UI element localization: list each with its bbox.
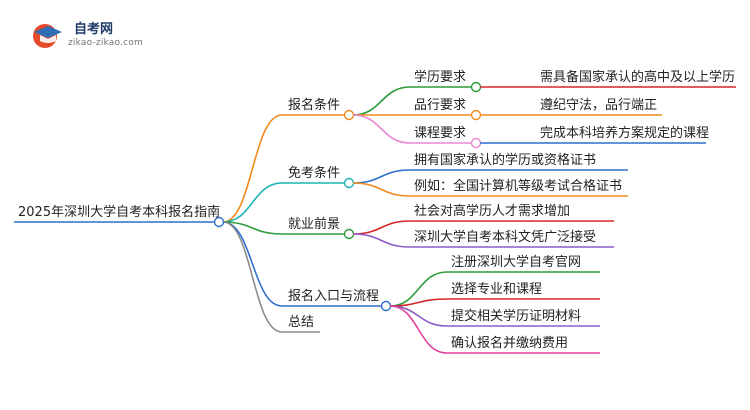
branch-topic: 免考条件 xyxy=(288,166,341,181)
subtopic: 品行要求 xyxy=(414,98,467,113)
subtopic-connector xyxy=(352,169,411,184)
branch-node xyxy=(343,109,355,121)
branch-topic: 就业前景 xyxy=(288,217,341,232)
branch-connector xyxy=(222,221,283,307)
subtopic-connector xyxy=(389,298,448,307)
branch-topic: 报名入口与流程 xyxy=(288,289,380,304)
detail-text: 需具备国家承认的高中及以上学历 xyxy=(540,70,736,85)
detail-text: 遵纪守法，品行端正 xyxy=(540,98,658,113)
subtopic-node xyxy=(470,109,482,121)
subtopic-connector xyxy=(352,220,411,235)
branch-node xyxy=(380,300,392,312)
branch-topic: 报名条件 xyxy=(288,98,341,113)
subtopic-connector xyxy=(389,305,448,354)
branch-node xyxy=(343,177,355,189)
branch-connector xyxy=(222,114,283,223)
branch-connector xyxy=(222,221,283,333)
branch-connector xyxy=(222,182,283,223)
graduation-cap-icon xyxy=(33,24,62,48)
branch-node xyxy=(343,228,355,240)
logo-url: zikao-zikao.com xyxy=(68,38,143,48)
detail-text: 完成本科培养方案规定的课程 xyxy=(540,126,710,141)
subtopic-connector xyxy=(352,233,411,248)
subtopic: 学历要求 xyxy=(414,70,467,85)
subtopic: 例如：全国计算机等级考试合格证书 xyxy=(414,179,623,194)
subtopic: 确认报名并缴纳费用 xyxy=(451,336,569,351)
subtopic: 社会对高学历人才需求增加 xyxy=(414,204,571,219)
root-node xyxy=(213,216,225,228)
branch-topic: 总结 xyxy=(288,315,315,330)
subtopic: 注册深圳大学自考官网 xyxy=(451,255,582,270)
subtopic: 深圳大学自考本科文凭广泛接受 xyxy=(414,230,597,245)
subtopic-connector xyxy=(352,114,411,144)
subtopic: 拥有国家承认的学历或资格证书 xyxy=(414,153,597,168)
branch-connector xyxy=(222,221,283,235)
logo-name: 自考网 xyxy=(74,22,114,37)
subtopic-node xyxy=(470,81,482,93)
subtopic-connector xyxy=(389,271,448,307)
subtopic-connector xyxy=(389,305,448,327)
subtopic: 提交相关学历证明材料 xyxy=(451,309,582,324)
subtopic-connector xyxy=(352,182,411,197)
site-logo: 自考网 zikao-zikao.com xyxy=(30,14,160,54)
subtopic: 课程要求 xyxy=(414,126,467,141)
subtopic: 选择专业和课程 xyxy=(451,282,543,297)
root-topic: 2025年深圳大学自考本科报名指南 xyxy=(18,205,221,220)
subtopic-node xyxy=(470,137,482,149)
subtopic-connector xyxy=(352,86,411,116)
